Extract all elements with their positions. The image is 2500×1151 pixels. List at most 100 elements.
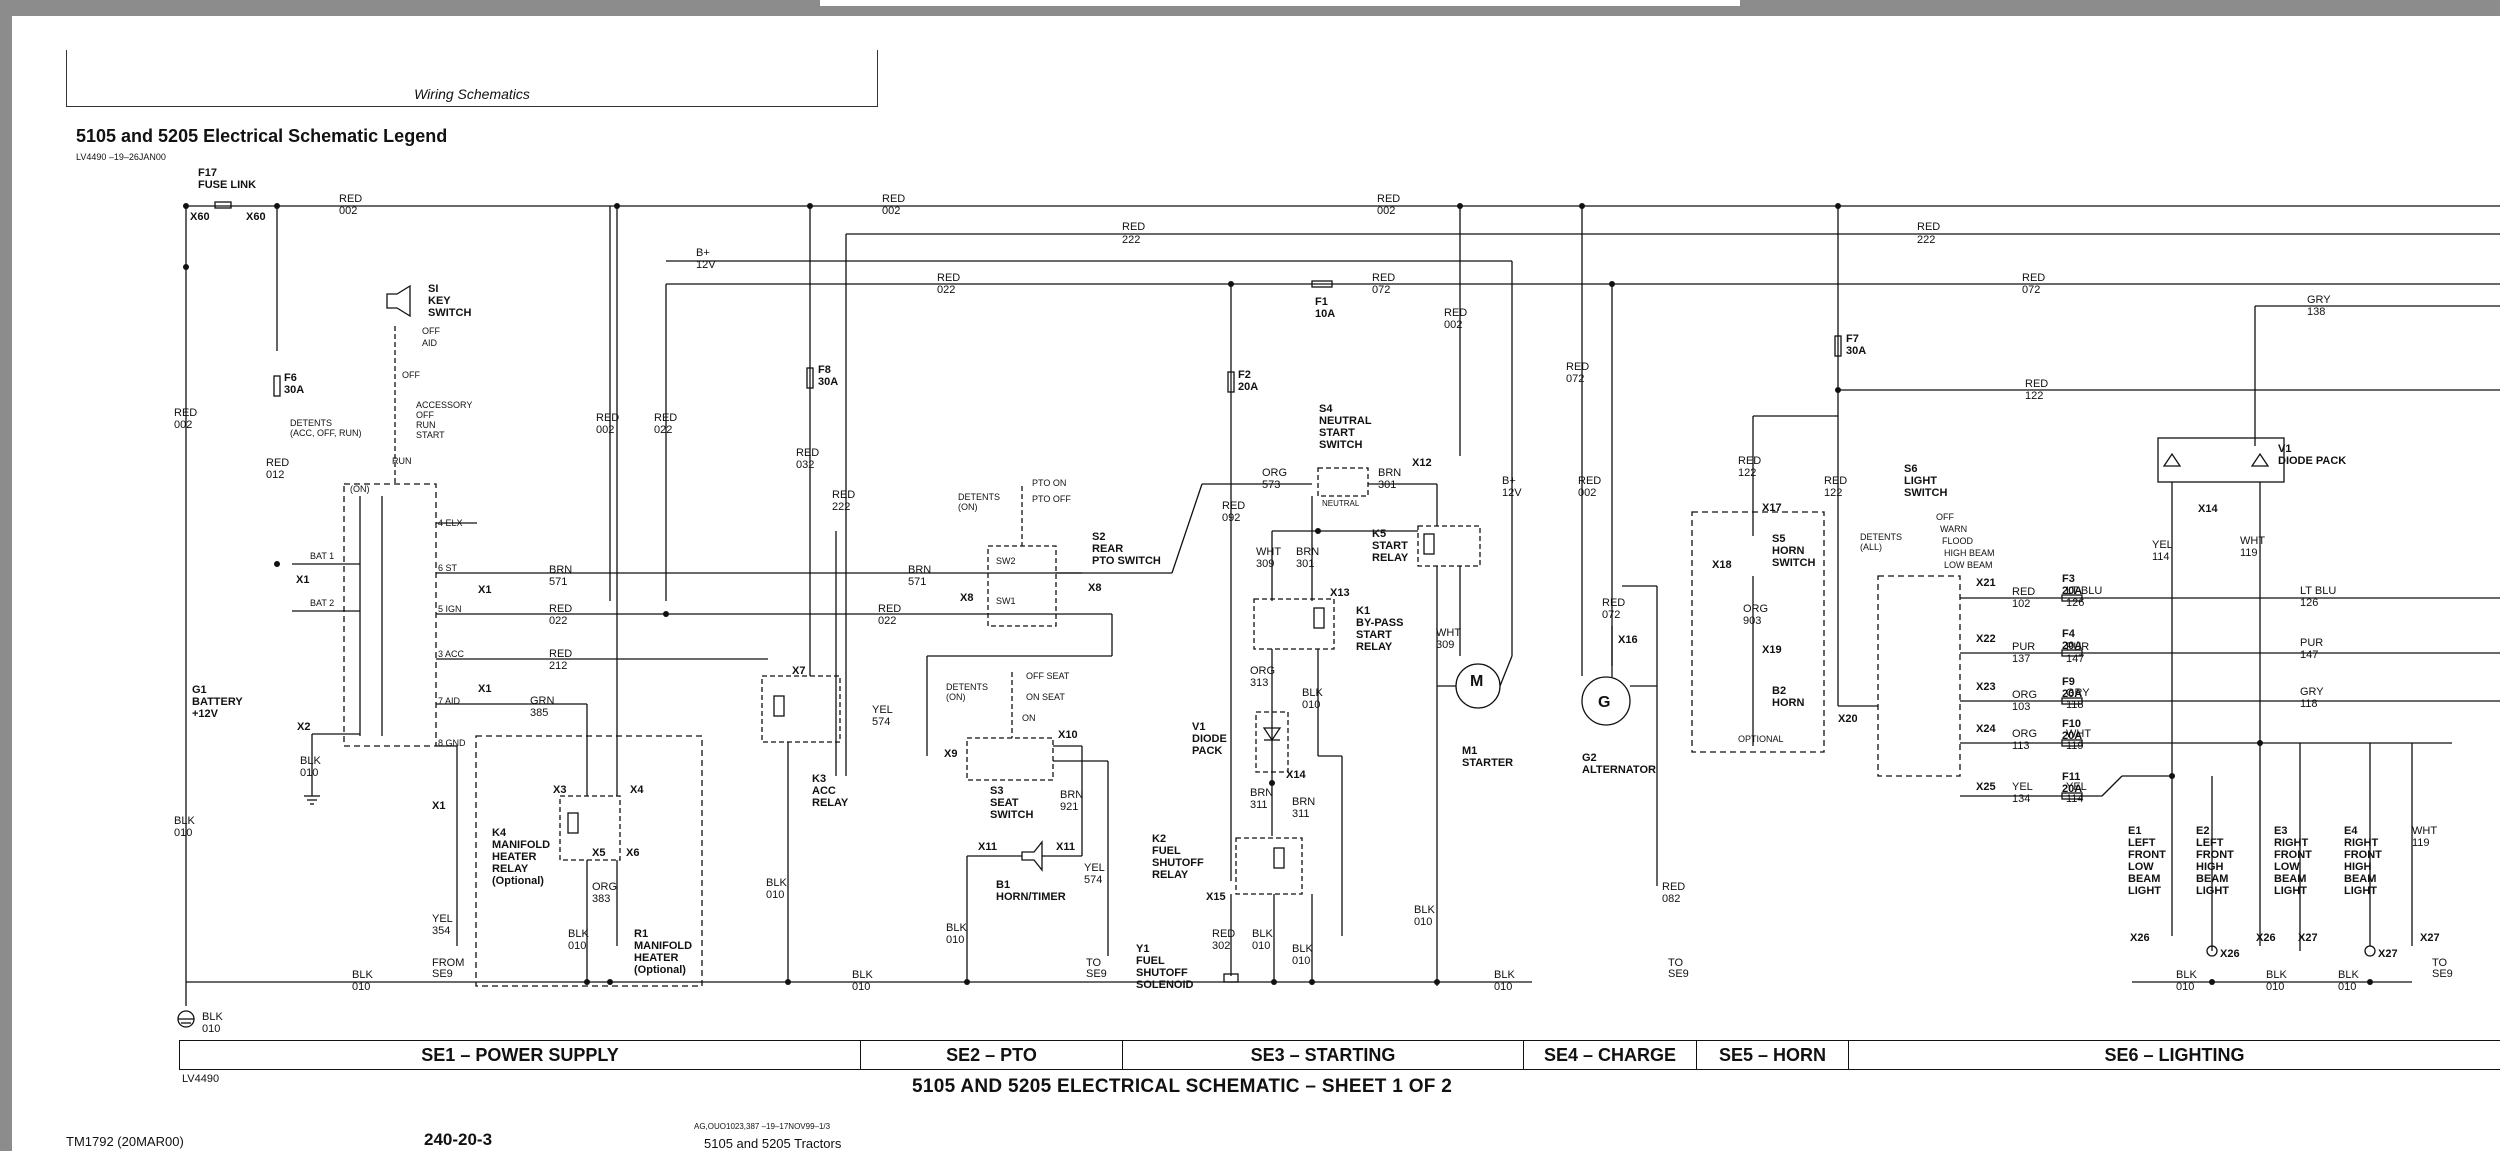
wire-label: B+ xyxy=(696,247,710,259)
svg-text:LIGHT: LIGHT xyxy=(2196,885,2229,897)
section-label: SE4 – CHARGE xyxy=(1543,1044,1677,1065)
wire-number: 010 xyxy=(852,981,870,993)
section-label: SE6 – LIGHTING xyxy=(2104,1044,2245,1065)
svg-text:F7: F7 xyxy=(1846,333,1859,345)
wire-label: WHT xyxy=(2066,728,2091,740)
svg-text:E3: E3 xyxy=(2274,825,2287,837)
wire-label: BLK xyxy=(1414,904,1435,916)
svg-text:BEAM: BEAM xyxy=(2274,873,2306,885)
svg-text:V1: V1 xyxy=(1192,721,1205,733)
wire-label: YEL xyxy=(2012,781,2033,793)
svg-text:RUN: RUN xyxy=(416,420,436,430)
wire-number: 122 xyxy=(1824,487,1842,499)
svg-text:FUEL: FUEL xyxy=(1136,955,1165,967)
bypass-relay-k1: X13 K1 BY-PASS START RELAY xyxy=(1253,587,1403,653)
svg-text:ACC: ACC xyxy=(812,785,836,797)
wire-label: RED xyxy=(878,603,901,615)
wire-label: RED xyxy=(1372,272,1395,284)
svg-text:X18: X18 xyxy=(1712,559,1732,571)
svg-text:WARN: WARN xyxy=(1940,524,1967,534)
wire-label: GRY xyxy=(2066,687,2090,699)
svg-text:HORN: HORN xyxy=(1772,545,1804,557)
svg-text:FUEL: FUEL xyxy=(1152,845,1181,857)
svg-text:S4: S4 xyxy=(1319,403,1333,415)
wire-number: 311 xyxy=(1250,799,1268,811)
se5-components: X17 X18 S5 HORN SWITCH X19 B2 HORN OPTIO… xyxy=(1691,416,1825,753)
fuel-solenoid-y1: Y1 FUEL SHUTOFF SOLENOID xyxy=(1136,943,1239,991)
svg-text:HEATER: HEATER xyxy=(634,952,678,964)
wire-number: 222 xyxy=(1917,234,1935,246)
svg-text:X60: X60 xyxy=(190,211,210,223)
acc-relay-k3: X7 K3 ACC RELAY xyxy=(761,361,849,982)
wire-label: BLK xyxy=(300,755,321,767)
wire-label: RED xyxy=(1917,221,1940,233)
svg-text:X16: X16 xyxy=(1618,634,1638,646)
svg-text:M1: M1 xyxy=(1462,745,1477,757)
svg-text:X8: X8 xyxy=(960,592,973,604)
svg-text:RELAY: RELAY xyxy=(1372,552,1409,564)
wire-label: BLK xyxy=(2176,969,2197,981)
wire-number: 903 xyxy=(1743,615,1761,627)
svg-text:OFF SEAT: OFF SEAT xyxy=(1026,671,1070,681)
svg-text:HORN: HORN xyxy=(1772,697,1804,709)
manifold-relay-k4: K4 MANIFOLD HEATER RELAY (Optional) X3 X… xyxy=(492,206,692,982)
svg-text:F17: F17 xyxy=(198,167,217,179)
wire-label: GRY xyxy=(2300,686,2324,698)
wire-label: RED xyxy=(2022,272,2045,284)
svg-text:START: START xyxy=(416,430,445,440)
svg-text:Y1: Y1 xyxy=(1136,943,1149,955)
wire-label: BLK xyxy=(568,928,589,940)
svg-text:BY-PASS: BY-PASS xyxy=(1356,617,1403,629)
svg-text:8 GND: 8 GND xyxy=(438,738,466,748)
wire-label: RED xyxy=(2025,378,2048,390)
svg-text:FLOOD: FLOOD xyxy=(1942,536,1974,546)
svg-text:10A: 10A xyxy=(1315,308,1335,320)
wire-label: BLK xyxy=(174,815,195,827)
svg-text:LOW: LOW xyxy=(2128,861,2154,873)
wire-number: 010 xyxy=(1414,916,1432,928)
wire-label: YEL xyxy=(872,704,893,716)
wire-label: RED xyxy=(796,447,819,459)
svg-text:LIGHT: LIGHT xyxy=(1904,475,1937,487)
wire-number: 12V xyxy=(696,259,716,271)
se2-components: PTO ON PTO OFF DETENTS (ON) SW2 SW1 S2 R… xyxy=(926,478,1312,982)
wire-label: BLK xyxy=(1252,928,1273,940)
chassis-ground-icon xyxy=(177,1010,195,1028)
svg-text:ACCESSORY: ACCESSORY xyxy=(416,400,472,410)
svg-text:SWITCH: SWITCH xyxy=(1904,487,1947,499)
svg-text:7 AID: 7 AID xyxy=(438,696,461,706)
svg-text:DIODE: DIODE xyxy=(1192,733,1227,745)
wire-number: 092 xyxy=(1222,512,1240,524)
fuel-relay-k2: K2 FUEL SHUTOFF RELAY X15 xyxy=(1152,833,1303,903)
wire-number: 222 xyxy=(832,501,850,513)
wire-label: RED xyxy=(549,603,572,615)
wire-number: 12V xyxy=(1502,487,1522,499)
wire-label: YEL xyxy=(2152,539,2173,551)
wire-number: 010 xyxy=(202,1023,220,1035)
wire-label: WHT xyxy=(2412,825,2437,837)
svg-text:X17: X17 xyxy=(1762,502,1782,514)
svg-text:LOW BEAM: LOW BEAM xyxy=(1944,560,1993,570)
wire-number: 302 xyxy=(1212,940,1230,952)
wire-label: BRN xyxy=(1250,787,1273,799)
fuse-f2: F2 20A xyxy=(1227,369,1258,393)
svg-text:K5: K5 xyxy=(1372,528,1386,540)
wire-number: 002 xyxy=(1377,205,1395,217)
svg-text:+12V: +12V xyxy=(192,708,219,720)
svg-text:PACK: PACK xyxy=(1192,745,1222,757)
wire-label: RED xyxy=(174,407,197,419)
lights-e1-e4: E1 LEFT FRONT LOW BEAM LIGHT E2 LEFT FRO… xyxy=(2128,825,2440,960)
wire-label: BLK xyxy=(2338,969,2359,981)
svg-text:X27: X27 xyxy=(2378,948,2398,960)
svg-text:X11: X11 xyxy=(978,841,997,853)
svg-text:AID: AID xyxy=(422,338,438,348)
svg-text:20A: 20A xyxy=(2062,730,2082,742)
fuses-f3-f11: F3 20A F4 20A F9 20A F10 20A F11 20A xyxy=(2061,573,2083,800)
ground-icon xyxy=(304,786,320,805)
wire-label: LT BLU xyxy=(2300,585,2336,597)
fuse-f1: F1 10A xyxy=(1311,280,1335,320)
wire-label: YEL xyxy=(2066,781,2087,793)
svg-text:(ON): (ON) xyxy=(946,692,966,702)
svg-text:PTO OFF: PTO OFF xyxy=(1032,494,1071,504)
svg-text:30A: 30A xyxy=(1846,345,1866,357)
